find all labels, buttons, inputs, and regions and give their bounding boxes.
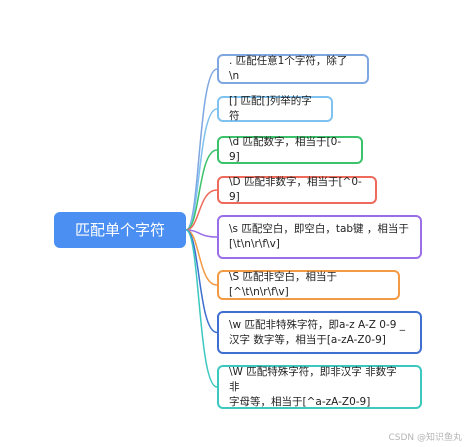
- leaf-node-1: . 匹配任意1个字符，除了\n: [217, 54, 369, 84]
- leaf-node-6: \S 匹配非空白，相当于[^\t\n\r\f\v]: [217, 270, 400, 300]
- connector-7: [185, 229, 218, 334]
- leaf-node-5: \s 匹配空白，即空白，tab键 ，相当于 [\t\n\r\f\v]: [217, 215, 422, 259]
- leaf-node-8: \W 匹配特殊字符，即非汉字 非数字 非 字母等，相当于[^a-zA-Z0-9]: [217, 365, 422, 409]
- connector-3: [185, 149, 218, 231]
- leaf-node-7: \w 匹配非特殊字符，即a-z A-Z 0-9 _ 汉字 数字等，相当于[a-z…: [217, 311, 422, 354]
- leaf-node-2: [] 匹配[]列举的字符: [217, 95, 333, 122]
- leaf-node-3: \d 匹配数字，相当于[0-9]: [217, 136, 363, 164]
- connector-8: [185, 229, 218, 388]
- connector-1: [185, 68, 218, 231]
- leaf-node-4: \D 匹配非数字，相当于[^0-9]: [217, 176, 377, 204]
- root-node: 匹配单个字符: [54, 212, 186, 248]
- connector-4: [185, 189, 218, 231]
- connector-6: [185, 229, 218, 286]
- connector-2: [185, 108, 218, 231]
- watermark: CSDN @知识鱼丸: [388, 433, 462, 443]
